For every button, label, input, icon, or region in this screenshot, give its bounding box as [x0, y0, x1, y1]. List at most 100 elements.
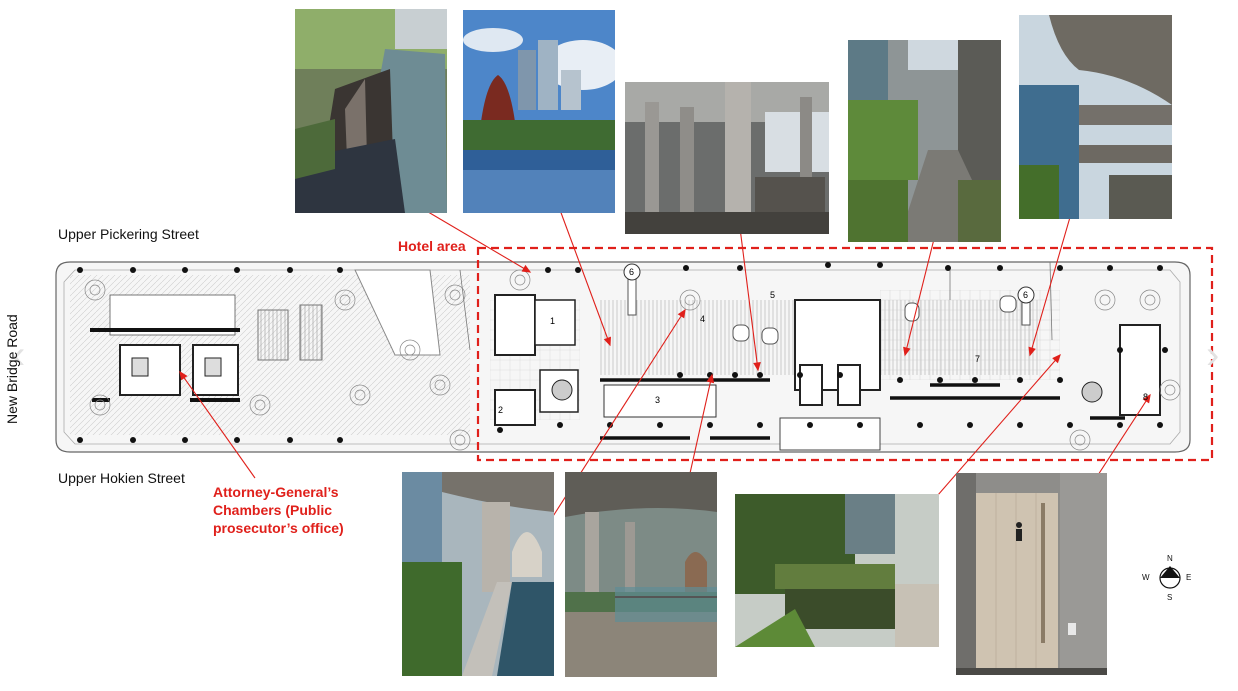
column-dot: [182, 437, 188, 443]
column-dot: [130, 437, 136, 443]
column-dot: [545, 267, 551, 273]
photo-pool-deck-railing: [565, 472, 717, 677]
connector-arrowhead: [1142, 393, 1151, 404]
plan-number-4: 4: [700, 314, 705, 324]
compass-west: W: [1142, 573, 1150, 582]
photo-green-walkway: [848, 40, 1001, 242]
chevron-right-icon: ›: [1206, 333, 1220, 377]
connector-line: [904, 234, 936, 356]
chevron-left-icon: ‹: [12, 333, 26, 377]
column-dot: [877, 262, 883, 268]
label-upper-pickering-street: Upper Pickering Street: [58, 226, 199, 242]
agc-line-3: prosecutor’s office): [213, 520, 344, 536]
tree-symbol: [254, 399, 266, 411]
plan-number-2: 2: [498, 405, 503, 415]
photo-infinity-pool-skyline: [463, 10, 615, 213]
column-dot: [1067, 422, 1073, 428]
connector-line: [417, 205, 531, 273]
column-dot: [1017, 377, 1023, 383]
column-dot: [1017, 422, 1023, 428]
tree-symbol: [1164, 384, 1176, 396]
tree-symbol: [84, 279, 106, 301]
column-dot: [732, 372, 738, 378]
column-dot: [287, 437, 293, 443]
tree-symbol: [444, 284, 466, 306]
column-dot: [997, 265, 1003, 271]
column-dot: [337, 437, 343, 443]
photo-column-colonnade: [625, 82, 829, 234]
tree-symbol: [434, 379, 446, 391]
tree-symbol: [429, 374, 451, 396]
column-dot: [1107, 265, 1113, 271]
column-dot: [737, 265, 743, 271]
photo-cantilevered-sky-gardens: [1019, 15, 1172, 219]
column-dot: [677, 372, 683, 378]
plan-number-6b: 6: [1023, 290, 1028, 300]
tree-symbol: [349, 384, 371, 406]
connector-line: [1029, 199, 1076, 356]
label-hotel-area: Hotel area: [398, 238, 466, 254]
column-dot: [287, 267, 293, 273]
column-dot: [897, 377, 903, 383]
column-dot: [683, 265, 689, 271]
column-dot: [967, 422, 973, 428]
tree-symbol: [1069, 429, 1091, 451]
column-dot: [1157, 265, 1163, 271]
plan-number-1: 1: [550, 316, 555, 326]
tree-symbol: [679, 289, 701, 311]
column-dot: [77, 437, 83, 443]
column-dot: [1162, 347, 1168, 353]
agc-line-1: Attorney-General’s: [213, 484, 339, 500]
tree-symbols: [84, 269, 1181, 451]
tree-symbol: [449, 429, 471, 451]
column-dot: [825, 262, 831, 268]
tree-symbol: [399, 339, 421, 361]
label-attorney-generals-chambers: Attorney-General’s Chambers (Public pros…: [213, 483, 373, 537]
compass-north: N: [1167, 554, 1173, 563]
tree-symbol: [404, 344, 416, 356]
connector-arrowhead: [706, 373, 715, 384]
column-dot: [657, 422, 663, 428]
tree-symbol: [449, 289, 461, 301]
connector-arrowhead: [1028, 346, 1036, 357]
column-dot: [1117, 422, 1123, 428]
label-new-bridge-road: New Bridge Road: [4, 314, 20, 424]
tree-symbol: [89, 394, 111, 416]
connector-line: [559, 209, 611, 346]
connector-arrowhead: [179, 370, 188, 381]
tree-symbol: [1159, 379, 1181, 401]
tree-symbol: [1099, 294, 1111, 306]
compass-east: E: [1186, 573, 1192, 582]
compass-icon: [1159, 566, 1181, 589]
column-dot: [757, 372, 763, 378]
column-dot: [807, 422, 813, 428]
label-upper-hokien-street: Upper Hokien Street: [58, 470, 185, 486]
column-dot: [234, 437, 240, 443]
tree-symbol: [1074, 434, 1086, 446]
connector-arrowhead: [677, 308, 686, 319]
tree-symbol: [339, 294, 351, 306]
plan-number-3: 3: [655, 395, 660, 405]
plan-number-6a: 6: [629, 267, 634, 277]
tree-symbol: [1144, 294, 1156, 306]
structural-columns: [77, 262, 1168, 443]
column-dot: [607, 422, 613, 428]
tree-symbol: [249, 394, 271, 416]
connector-arrowhead: [753, 362, 761, 372]
column-dot: [972, 377, 978, 383]
photo-toilet-door: [956, 473, 1107, 675]
column-dot: [557, 422, 563, 428]
tree-symbol: [89, 284, 101, 296]
connector-arrowhead: [521, 264, 532, 273]
tree-symbol: [454, 434, 466, 446]
column-dot: [1117, 347, 1123, 353]
connector-arrowhead: [1052, 353, 1061, 364]
column-dot: [234, 267, 240, 273]
column-dot: [757, 422, 763, 428]
photo-reflecting-pool-pebbles: [402, 472, 554, 676]
tree-symbol: [514, 274, 526, 286]
agc-line-2: Chambers (Public: [213, 502, 333, 518]
plan-number-8: 8: [1143, 392, 1148, 402]
plan-number-7: 7: [975, 354, 980, 364]
